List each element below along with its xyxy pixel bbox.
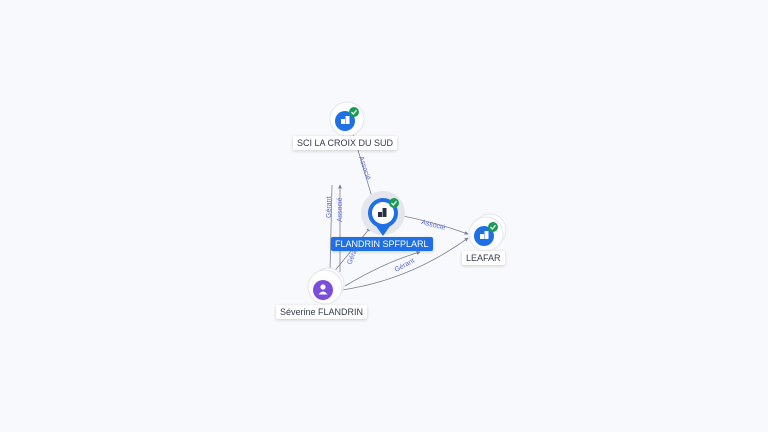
verified-badge-icon	[389, 198, 399, 208]
edge-label-center-leafar: Associé	[421, 219, 447, 232]
node-label-center[interactable]: FLANDRIN SPFPLARL	[331, 237, 433, 251]
edge-person-center-2[interactable]	[344, 250, 421, 287]
node-label-leafar[interactable]: LEAFAR	[462, 251, 505, 265]
node-sci-la-croix-du-sud[interactable]	[329, 101, 365, 137]
node-label-sci[interactable]: SCI LA CROIX DU SUD	[293, 136, 398, 150]
edge-person-leafar[interactable]	[341, 237, 469, 291]
building-icon	[480, 231, 489, 239]
node-flandrin-spfplarl[interactable]	[361, 191, 405, 236]
building-icon	[378, 208, 387, 217]
edge-person-sci-1[interactable]	[329, 184, 333, 273]
node-leafar[interactable]	[468, 213, 507, 252]
edge-label-person-sci-associe: Associé	[337, 197, 344, 222]
verified-badge-icon	[349, 107, 359, 117]
node-severine-flandrin[interactable]	[307, 267, 345, 305]
edge-center-leafar[interactable]	[397, 214, 469, 235]
building-icon	[341, 116, 350, 124]
edge-label-sci-center: Associé	[357, 155, 371, 181]
edge-label-person-sci-gerant: Gérant	[326, 197, 333, 218]
verified-badge-icon	[488, 222, 498, 232]
node-label-person[interactable]: Séverine FLANDRIN	[276, 305, 368, 319]
person-icon	[318, 284, 328, 295]
